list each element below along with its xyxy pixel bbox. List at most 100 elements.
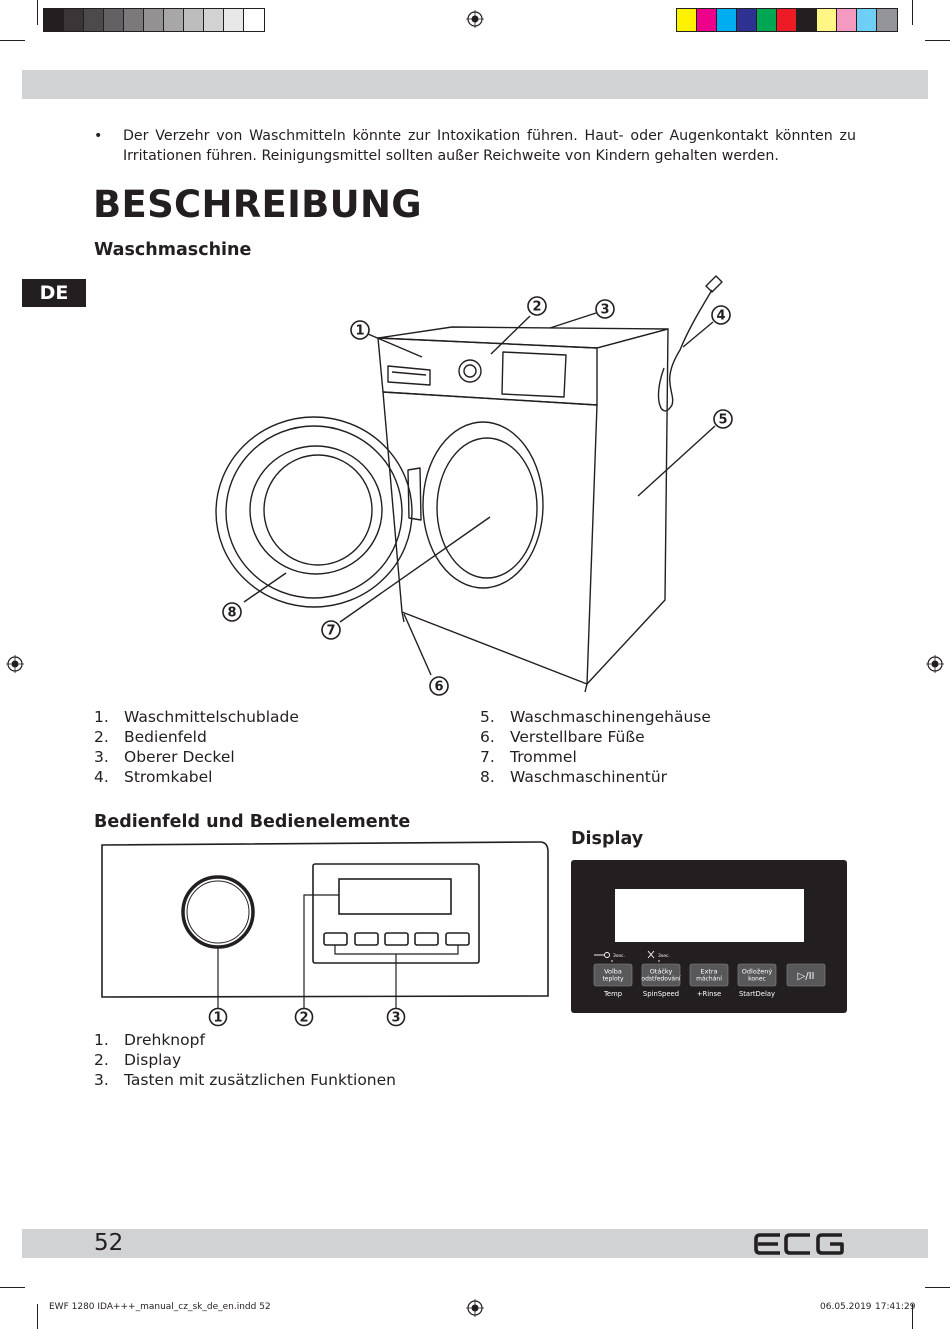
crop-mark — [912, 1304, 913, 1329]
callout-marker: 5 — [713, 409, 733, 429]
color-swatch — [224, 9, 244, 31]
color-swatch — [184, 9, 204, 31]
list-item-label: Tasten mit zusätzlichen Funktionen — [124, 1071, 396, 1089]
page-number: 52 — [94, 1230, 124, 1256]
list-item-number: 5. — [480, 708, 495, 726]
color-swatch — [144, 9, 164, 31]
color-swatch — [757, 9, 777, 31]
footer-file-name: EWF 1280 IDA+++_manual_cz_sk_de_en.indd … — [49, 1302, 271, 1312]
list-item-label: Display — [124, 1051, 182, 1069]
callout-number: 7 — [326, 624, 335, 639]
list-item-number: 1. — [94, 1031, 109, 1049]
callout-number: 3 — [600, 303, 609, 318]
list-item-number: 7. — [480, 748, 495, 766]
list-item: 6.Verstellbare Füße — [480, 727, 711, 747]
list-item-label: Drehknopf — [124, 1031, 205, 1049]
display-button-caption: StartDelay — [739, 990, 775, 998]
callout-marker: 2 — [527, 296, 547, 316]
list-item-label: Trommel — [510, 748, 577, 766]
callout-marker: 1 — [350, 320, 370, 340]
crop-mark — [912, 0, 913, 25]
color-swatch — [164, 9, 184, 31]
language-tab: DE — [22, 279, 86, 307]
list-item: 7. Trommel — [480, 747, 711, 767]
color-swatch — [84, 9, 104, 31]
display-button-label: konec — [748, 976, 766, 983]
callout-marker: 6 — [429, 676, 449, 696]
list-item-label: Waschmaschinengehäuse — [510, 708, 711, 726]
callout-number: 1 — [355, 324, 364, 339]
callout-number: 5 — [718, 413, 727, 428]
color-swatch — [104, 9, 124, 31]
crop-mark — [37, 1304, 38, 1329]
display-button-label: máchání — [696, 976, 722, 983]
callout-marker: 1 — [208, 1007, 228, 1027]
open-door — [215, 416, 413, 608]
callout-marker: 2 — [294, 1007, 314, 1027]
list-item: 1. Drehknopf — [94, 1030, 396, 1050]
list-item-label: Bedienfeld — [124, 728, 207, 746]
display-button-caption: SpinSpeed — [643, 990, 679, 998]
display-button-label: Extra — [700, 968, 717, 976]
crop-mark — [0, 1287, 25, 1288]
crop-mark — [925, 40, 950, 41]
list-item: 2. Bedienfeld — [94, 727, 299, 747]
color-swatch — [817, 9, 837, 31]
footer-date: 06.05.2019 — [820, 1302, 872, 1312]
bullet-icon: • — [94, 128, 103, 144]
list-item-label: Stromkabel — [124, 768, 213, 786]
callout-number: 4 — [716, 309, 725, 324]
crop-mark — [37, 0, 38, 25]
registration-mark-icon — [926, 655, 944, 673]
list-item: 4.Stromkabel — [94, 767, 299, 787]
list-item-label: Verstellbare Füße — [510, 728, 645, 746]
washer-section-title: Waschmaschine — [94, 240, 252, 260]
callout-number: 2 — [532, 300, 541, 315]
display-screen — [615, 889, 804, 942]
washing-machine-illustration: 1 2 3 4 5 6 7 8 — [215, 275, 733, 696]
process-color-bar — [676, 8, 898, 32]
cabinet-side — [586, 328, 669, 685]
color-swatch — [777, 9, 797, 31]
list-item: 1.Waschmittelschublade — [94, 707, 299, 727]
registration-mark-icon — [466, 1299, 484, 1317]
registration-mark-icon — [6, 655, 24, 673]
list-item-number: 3. — [94, 748, 109, 766]
intro-text: Der Verzehr von Waschmitteln könnte zur … — [123, 128, 856, 165]
color-swatch — [737, 9, 757, 31]
callout-number: 8 — [227, 606, 236, 621]
display-button-label: odstředování — [641, 976, 680, 983]
list-item-number: 3. — [94, 1071, 109, 1089]
display-button[interactable]: ▷/II — [786, 963, 826, 987]
gray-color-bar — [43, 8, 265, 32]
display-button-label: Otáčky — [650, 968, 673, 976]
callout-marker: 7 — [321, 620, 341, 640]
color-swatch — [244, 9, 264, 31]
list-item-number: 2. — [94, 728, 109, 746]
callout-number: 2 — [299, 1011, 308, 1026]
ecg-logo — [754, 1233, 844, 1255]
color-swatch — [717, 9, 737, 31]
control-panel-illustration: 1 2 3 — [101, 841, 549, 1027]
color-swatch — [837, 9, 857, 31]
color-swatch — [44, 9, 64, 31]
registration-mark-icon — [466, 10, 484, 28]
callout-number: 3 — [391, 1011, 400, 1026]
list-item: 2.Display — [94, 1050, 396, 1070]
callout-number: 1 — [213, 1011, 222, 1026]
list-item: 3. Tasten mit zusätzlichen Funktionen — [94, 1070, 396, 1090]
color-swatch — [697, 9, 717, 31]
list-item-number: 8. — [480, 768, 495, 786]
list-item: 8.Waschmaschinentür — [480, 767, 711, 787]
color-swatch — [857, 9, 877, 31]
power-cord — [657, 289, 713, 412]
list-item: 5. Waschmaschinengehäuse — [480, 707, 711, 727]
color-swatch — [677, 9, 697, 31]
list-item: 3.Oberer Deckel — [94, 747, 299, 767]
